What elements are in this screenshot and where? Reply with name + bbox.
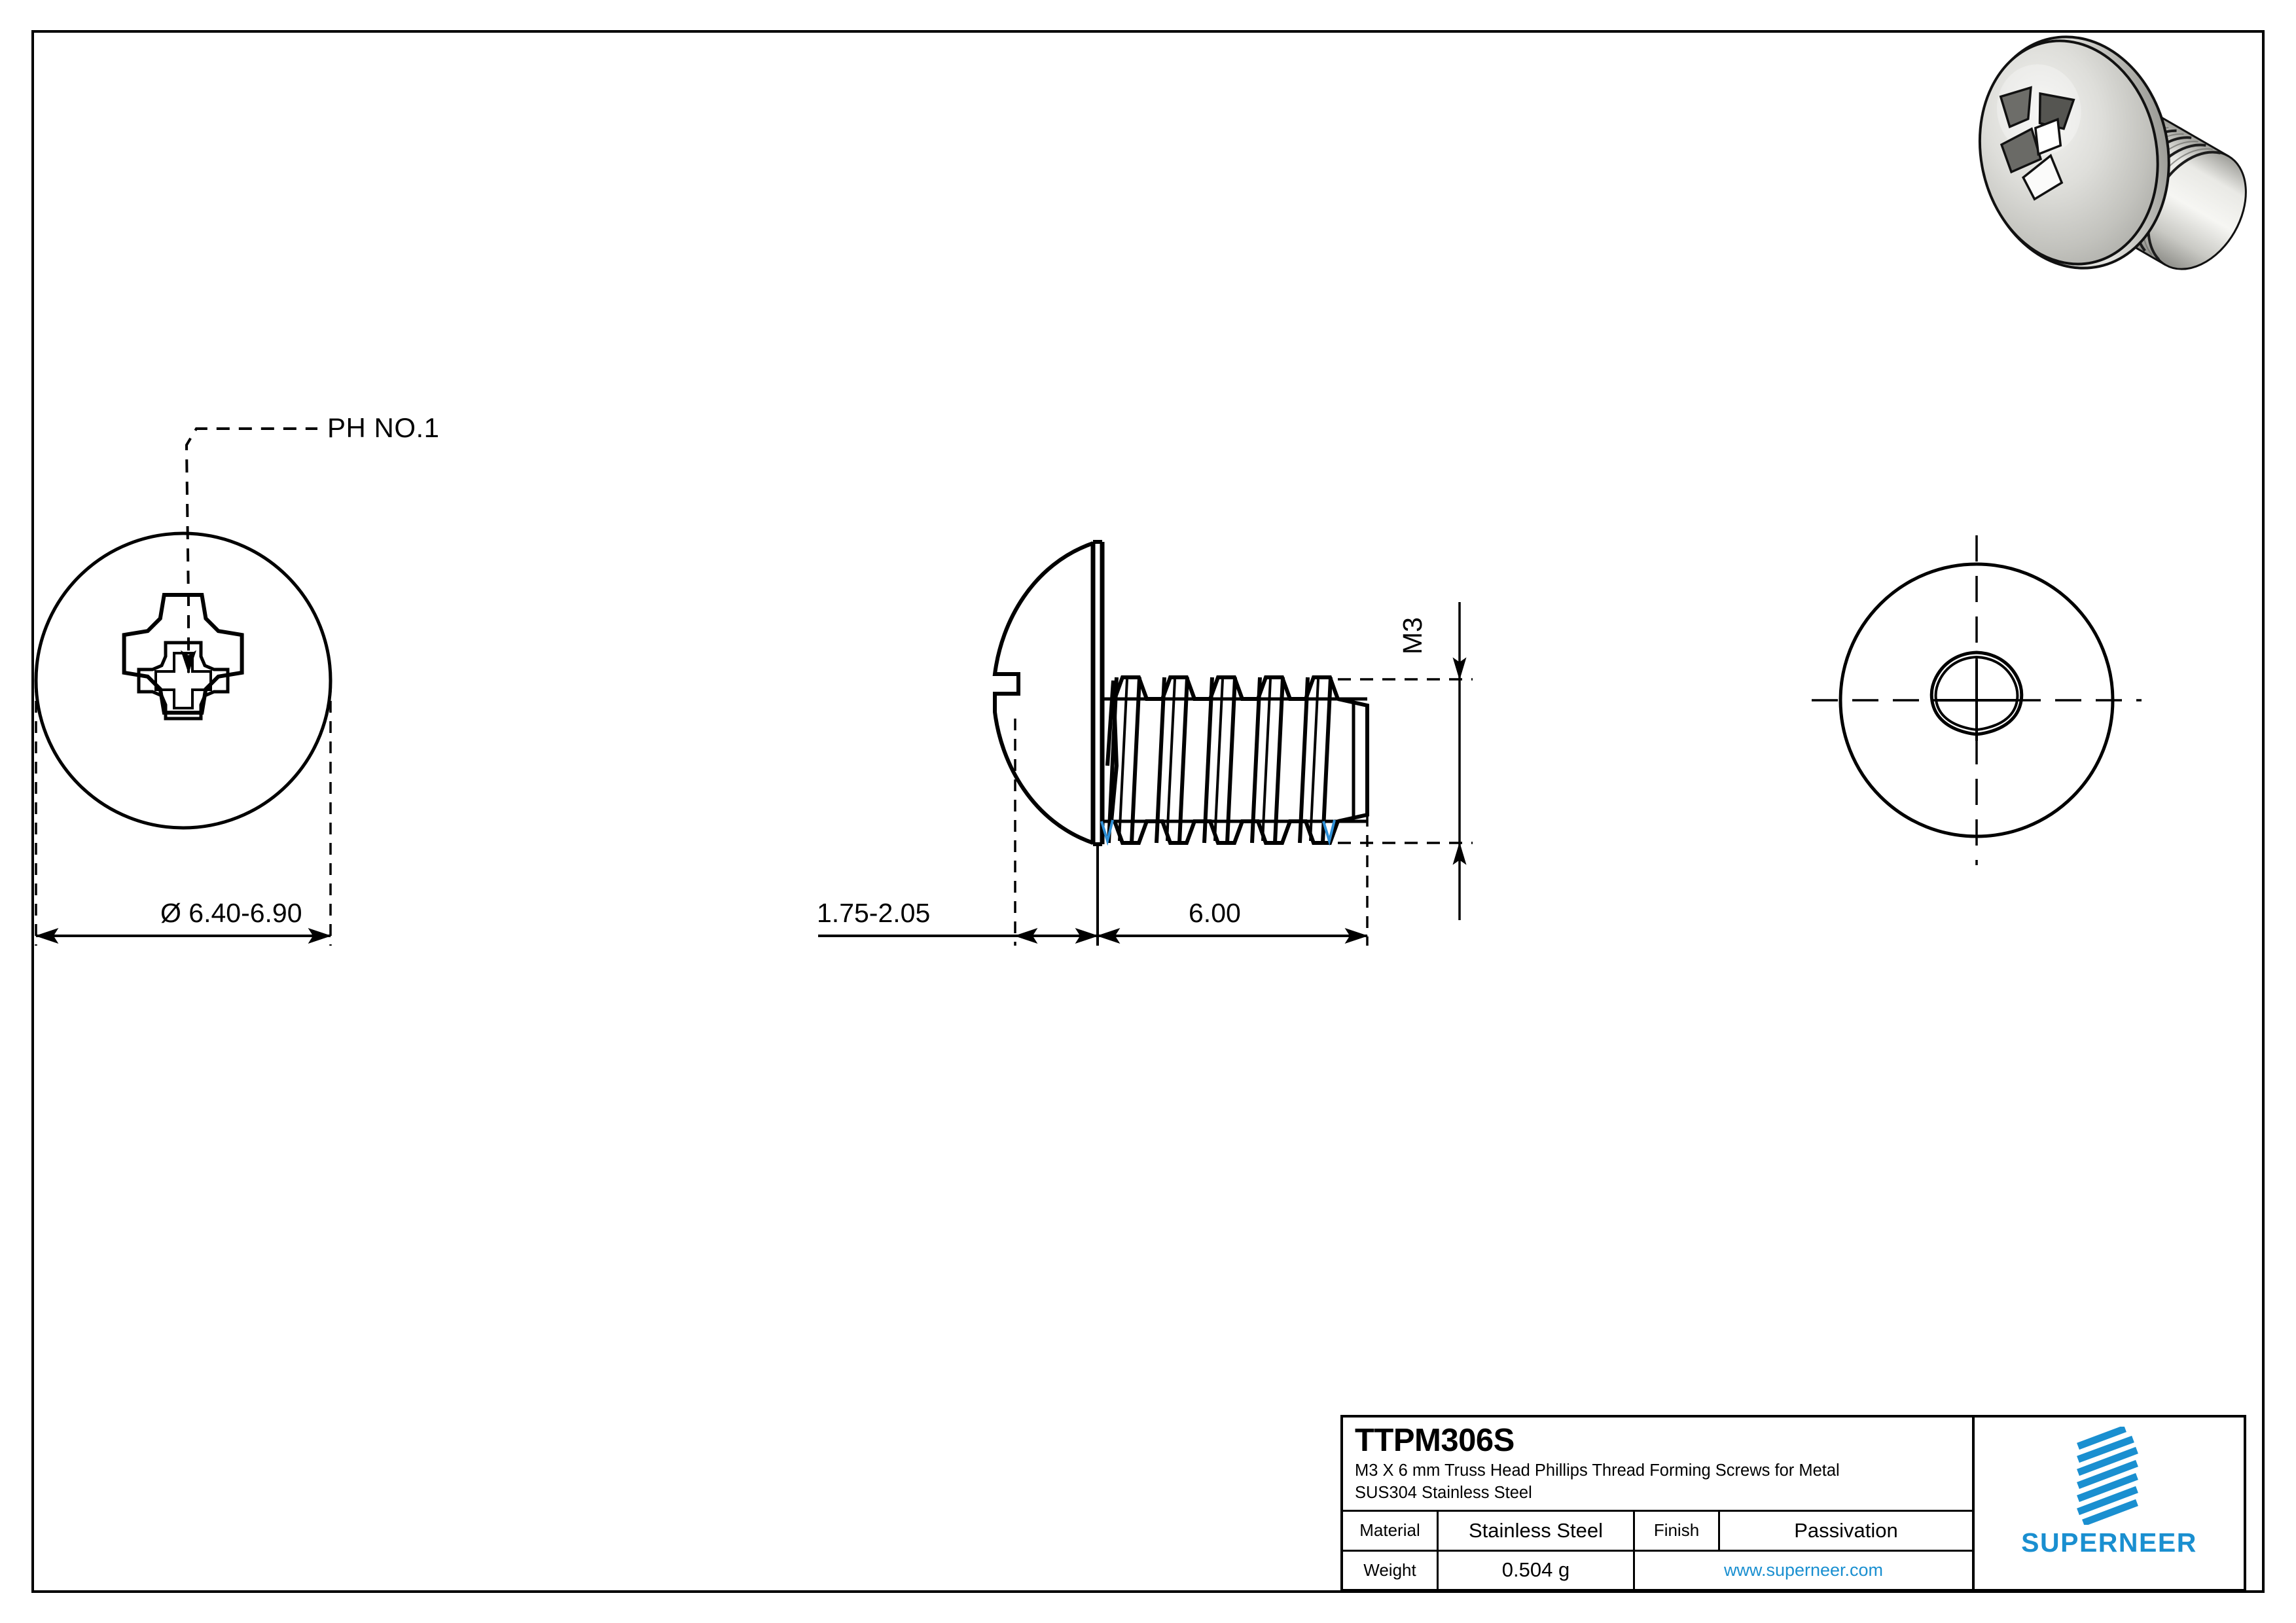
drawing-frame-border [31,30,2265,1593]
brand-wordmark: SUPERNEER [2021,1527,2197,1558]
dimension-head-height: 1.75-2.05 [817,898,931,928]
dimension-thread-size-m3: M3 [1397,617,1427,654]
title-block: TTPM306S M3 X 6 mm Truss Head Phillips T… [1340,1415,2246,1592]
website-link[interactable]: www.superneer.com [1723,1560,1884,1580]
part-description-line-1: M3 X 6 mm Truss Head Phillips Thread For… [1355,1461,1840,1480]
title-block-left: TTPM306S M3 X 6 mm Truss Head Phillips T… [1343,1418,1975,1589]
finish-label: Finish [1635,1512,1720,1550]
leader-label-ph-no1: PH NO.1 [327,412,440,443]
part-description-line-2: SUS304 Stainless Steel [1355,1483,1532,1502]
title-block-row-weight: Weight 0.504 g www.superneer.com [1343,1551,1972,1589]
title-block-description-cell: TTPM306S M3 X 6 mm Truss Head Phillips T… [1343,1418,1972,1512]
title-block-row-material: Material Stainless Steel Finish Passivat… [1343,1512,1972,1552]
dimension-head-diameter: Ø 6.40-6.90 [160,898,302,928]
part-number: TTPM306S [1355,1423,1515,1458]
isometric-screw-render [1978,35,2247,270]
dimension-thread-length: 6.00 [1189,898,1241,928]
superneer-logo-icon [2076,1427,2138,1525]
material-value: Stainless Steel [1439,1512,1635,1550]
part-description: M3 X 6 mm Truss Head Phillips Thread For… [1355,1460,1960,1504]
weight-value: 0.504 g [1439,1551,1635,1589]
brand-logo: SUPERNEER [1975,1418,2244,1589]
weight-label: Weight [1343,1551,1439,1589]
finish-value: Passivation [1794,1518,1898,1542]
material-label: Material [1343,1512,1439,1550]
